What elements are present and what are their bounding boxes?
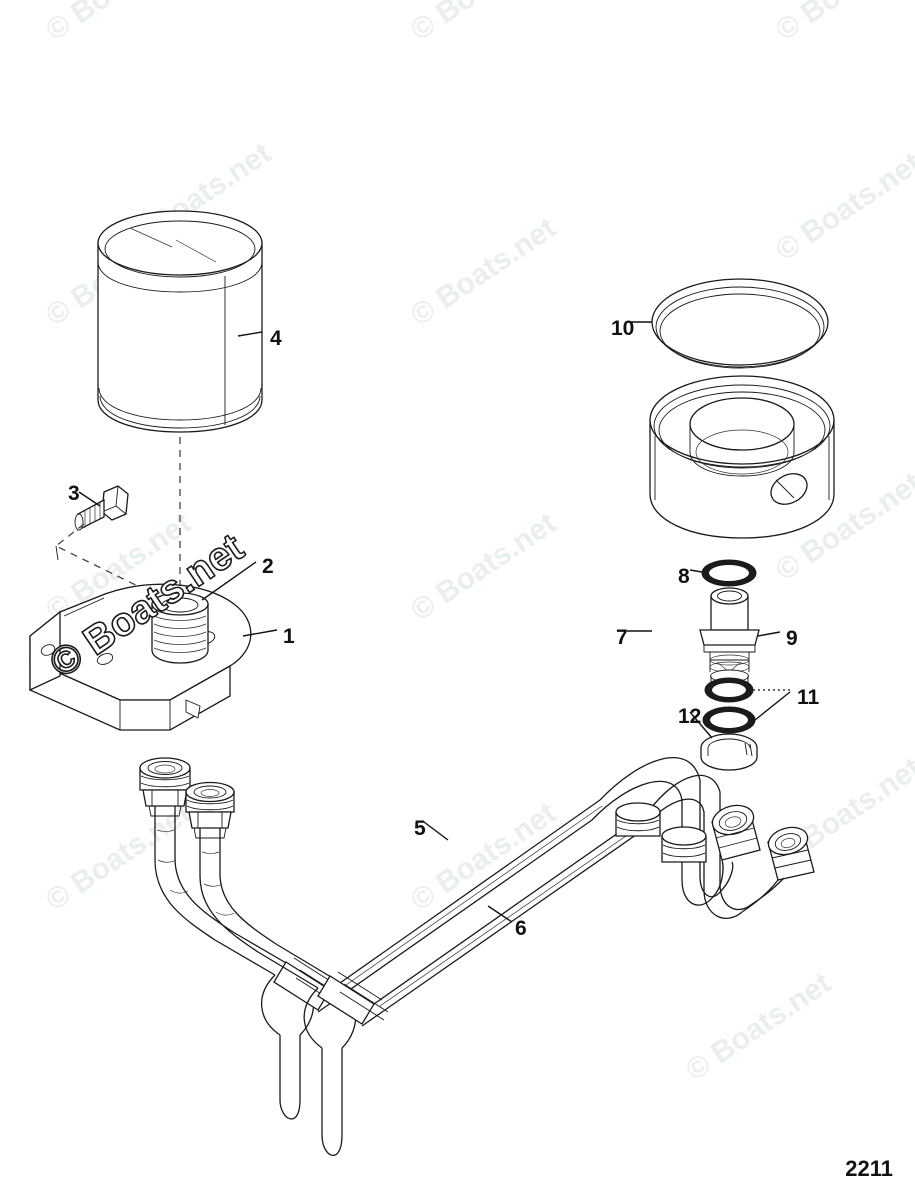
- callout-retaining-snap-ring: 12: [678, 705, 702, 728]
- part-adapter-housing: [649, 375, 835, 539]
- callout-oil-cooler-hose-lower: 6: [515, 917, 527, 940]
- callout-o-ring-housing-large: 10: [611, 317, 635, 340]
- callout-leader-lines: [78, 321, 791, 923]
- part-oil-filter: [97, 210, 263, 433]
- part-mounting-bolt: [74, 485, 129, 532]
- callout-filter-mount-threaded-nipple: 2: [262, 555, 274, 578]
- callout-oil-filter: 4: [270, 327, 282, 350]
- page-number: 2211: [845, 1156, 893, 1181]
- callout-oil-cooler-hose-upper: 5: [414, 817, 426, 840]
- bolt-assembly-path: [54, 523, 151, 593]
- callout-oil-pressure-relief-valve: 9: [786, 627, 798, 650]
- callout-mounting-bolt: 3: [68, 482, 80, 505]
- part-hose-upper: [139, 757, 603, 1120]
- part-o-ring-valve-top: [701, 559, 757, 587]
- part-hose-lower: [185, 781, 653, 1156]
- callout-o-ring-pair: 11: [797, 686, 820, 709]
- part-snap-ring: [700, 733, 758, 771]
- callout-o-ring-valve-upper: 8: [678, 565, 690, 588]
- part-threaded-nipple: [151, 592, 209, 664]
- part-o-ring-large: [651, 278, 829, 369]
- callout-oil-filter-adapter-housing: 7: [616, 626, 628, 649]
- callout-oil-filter-mounting-bracket: 1: [283, 625, 295, 648]
- hose-right-end-assembly: [591, 757, 815, 919]
